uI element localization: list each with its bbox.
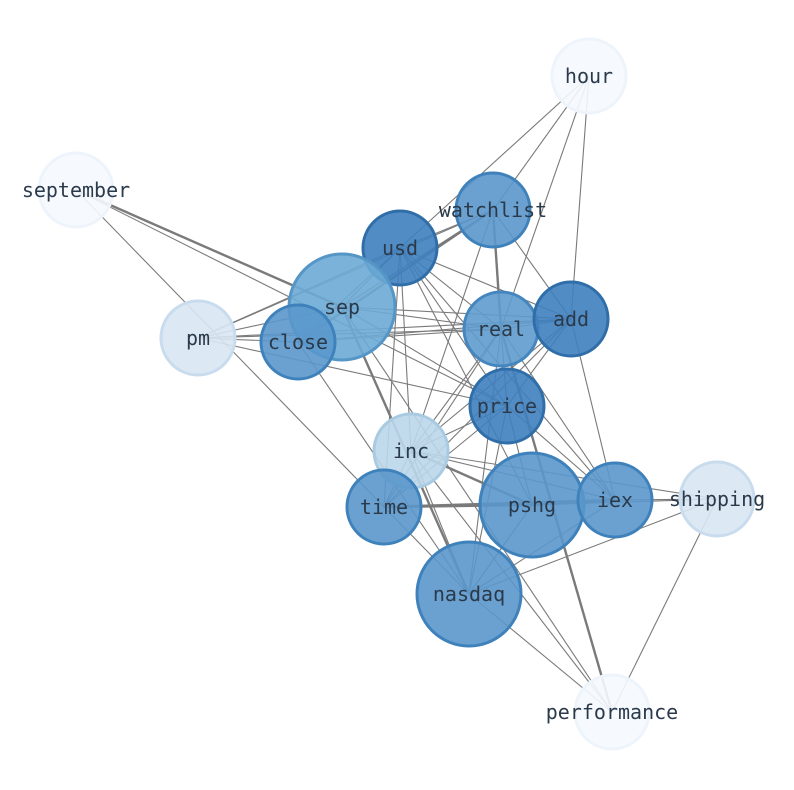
node-shipping xyxy=(678,460,756,538)
node-label-real: real xyxy=(477,317,525,341)
node-label-shipping: shipping xyxy=(669,487,765,511)
node-add xyxy=(532,280,610,358)
node-label-close: close xyxy=(268,330,328,354)
node-nasdaq xyxy=(415,540,523,648)
node-label-performance: performance xyxy=(546,700,678,724)
label-layer: hour september watchlist usd sep pm close real a… xyxy=(22,64,765,724)
node-label-price: price xyxy=(477,394,537,418)
edge-pm-price xyxy=(197,337,508,407)
node-layer xyxy=(37,37,756,751)
node-iex xyxy=(576,461,654,539)
node-usd xyxy=(361,209,439,287)
edge-hour-add xyxy=(570,75,590,320)
node-label-iex: iex xyxy=(597,488,633,512)
node-performance xyxy=(573,673,651,751)
node-pm xyxy=(159,299,237,377)
node-label-usd: usd xyxy=(382,236,418,260)
node-time xyxy=(345,468,423,546)
node-label-time: time xyxy=(360,495,408,519)
node-september xyxy=(37,151,115,229)
node-label-watchlist: watchlist xyxy=(439,198,547,222)
edge-sep-performance xyxy=(341,306,613,713)
node-label-add: add xyxy=(553,307,589,331)
node-label-nasdaq: nasdaq xyxy=(433,582,505,606)
node-label-pm: pm xyxy=(186,326,210,350)
node-price xyxy=(468,367,546,445)
node-close xyxy=(259,303,337,381)
edge-shipping-performance xyxy=(611,498,718,713)
node-label-sep: sep xyxy=(324,295,360,319)
node-label-inc: inc xyxy=(393,439,429,463)
edge-layer xyxy=(75,75,718,713)
node-label-pshg: pshg xyxy=(508,493,556,517)
edge-hour-real xyxy=(500,75,590,330)
node-watchlist xyxy=(454,171,532,249)
node-label-hour: hour xyxy=(565,64,613,88)
node-hour xyxy=(550,37,628,115)
edge-hour-usd xyxy=(399,75,590,249)
node-label-september: september xyxy=(22,178,130,202)
edge-watchlist-inc xyxy=(410,209,494,452)
